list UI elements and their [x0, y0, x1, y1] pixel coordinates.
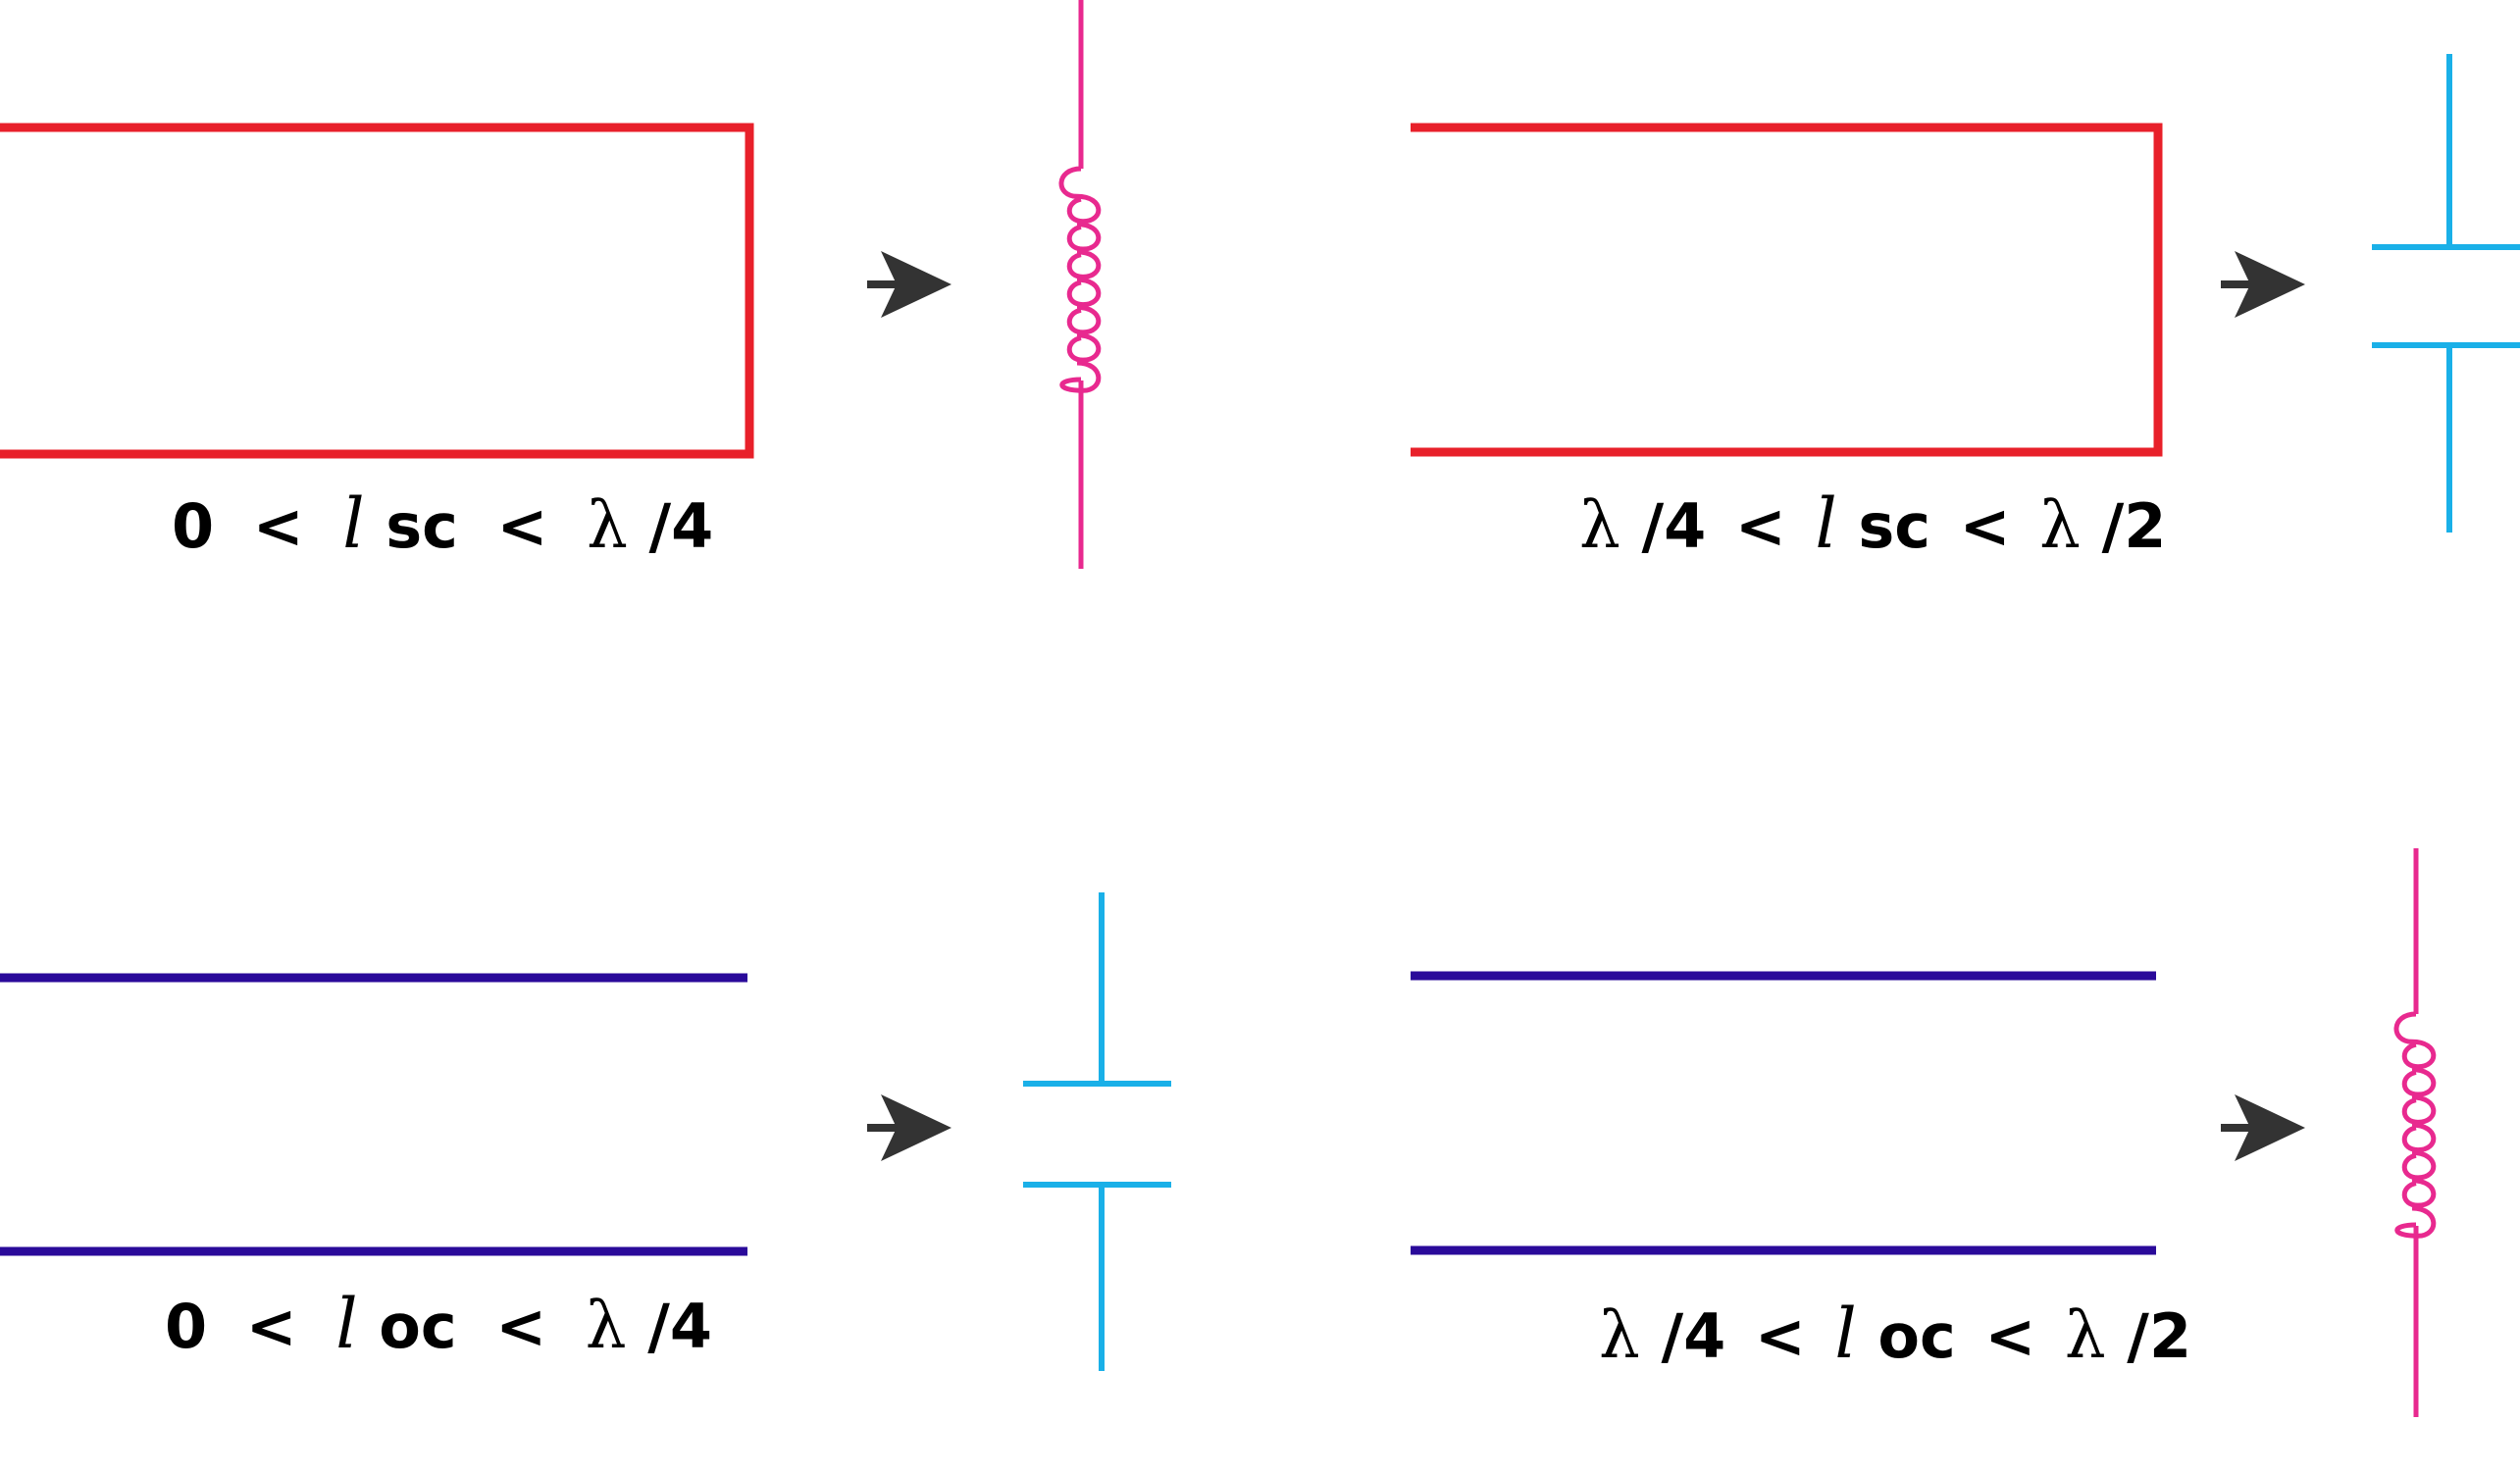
panel-open-circuit-half: λ /4 < l oc < λ /2: [1411, 848, 2437, 1417]
label-subscript: sc: [1858, 490, 1930, 562]
label-subscript: sc: [386, 490, 458, 562]
label-length-symbol: l: [342, 483, 364, 564]
label-lower-bound: /4: [1641, 490, 1706, 562]
panel-short-circuit-quarter: 0 < l sc < λ /4: [0, 0, 1102, 569]
label-wavelength-symbol: λ: [586, 1288, 627, 1363]
label-subscript: oc: [1877, 1300, 1955, 1372]
label-lower-bound: 0: [172, 490, 214, 562]
label-upper-bound: /4: [649, 490, 714, 562]
short-circuited-line: [1411, 123, 2163, 457]
label-lower-bound: /4: [1661, 1300, 1725, 1372]
label-less-than: <: [1984, 1300, 2035, 1372]
label-length-symbol: l: [1815, 483, 1836, 564]
label-wavelength-symbol: λ: [2039, 487, 2081, 563]
short-circuited-line: [0, 123, 754, 459]
inductor-symbol: [2393, 848, 2437, 1417]
equivalence-arrow: [2221, 251, 2305, 318]
label-subscript: oc: [379, 1291, 456, 1362]
capacitor-symbol: [1023, 892, 1171, 1371]
label-wavelength-symbol: λ: [2065, 1297, 2106, 1373]
equivalence-arrow: [867, 251, 951, 318]
label-less-than: <: [495, 1291, 546, 1362]
length-range-label: λ /4 < l oc < λ /2: [1599, 1294, 2191, 1374]
label-length-symbol: l: [335, 1284, 357, 1364]
label-less-than: <: [497, 490, 548, 562]
label-less-than: <: [1755, 1300, 1806, 1372]
label-length-symbol: l: [1834, 1294, 1856, 1374]
label-lower-bound: 0: [165, 1291, 207, 1362]
length-range-label: λ /4 < l sc < λ /2: [1579, 483, 2166, 564]
label-less-than: <: [246, 1291, 297, 1362]
length-range-label: 0 < l sc < λ /4: [172, 483, 713, 564]
label-upper-bound: /4: [647, 1291, 712, 1362]
label-wavelength-symbol: λ: [587, 487, 628, 563]
panel-short-circuit-half: λ /4 < l sc < λ /2: [1411, 54, 2520, 564]
label-wavelength-symbol: λ: [1579, 487, 1620, 563]
label-upper-bound: /2: [2127, 1300, 2191, 1372]
panel-open-circuit-quarter: 0 < l oc < λ /4: [0, 892, 1171, 1371]
label-wavelength-symbol: λ: [1599, 1297, 1640, 1373]
length-range-label: 0 < l oc < λ /4: [165, 1284, 712, 1364]
label-less-than: <: [1735, 490, 1786, 562]
label-less-than: <: [253, 490, 304, 562]
capacitor-symbol: [2372, 54, 2520, 533]
label-upper-bound: /2: [2102, 490, 2167, 562]
equivalence-arrow: [2221, 1094, 2305, 1161]
label-less-than: <: [1960, 490, 2011, 562]
equivalence-arrow: [867, 1094, 951, 1161]
inductor-symbol: [1058, 0, 1102, 569]
